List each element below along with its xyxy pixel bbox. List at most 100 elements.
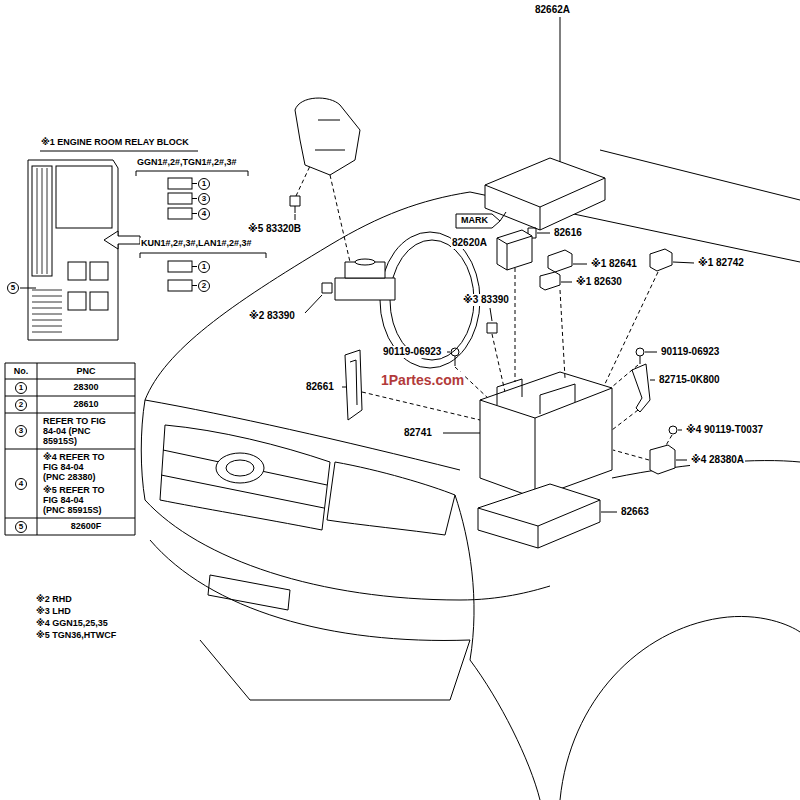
leader-line [492, 334, 505, 392]
part-number: ※2 83390 [248, 310, 296, 322]
callout-circle: 3 [15, 425, 27, 437]
part-number: ※4 28380A [690, 454, 745, 466]
inset-relay-block [20, 151, 266, 340]
leader-line [650, 380, 655, 381]
cover [485, 178, 605, 230]
windshield-base [600, 150, 800, 200]
part-number: 82663 [620, 506, 650, 518]
relay-block [480, 379, 612, 498]
table-rule [5, 413, 135, 414]
grille-bar [163, 450, 327, 485]
reservoir-assembly [295, 98, 360, 175]
callout-circle: 4 [198, 208, 210, 220]
fuse-strip [37, 168, 47, 274]
callout-circle: 5 [7, 282, 19, 294]
part-number: 82661 [305, 381, 335, 393]
watermark: 1Partes.com [380, 372, 465, 388]
leader-line [305, 295, 322, 313]
table-cell: 82600F [70, 521, 103, 532]
hood-front-edge [145, 400, 460, 470]
group-bracket [140, 253, 266, 258]
bracket [345, 350, 362, 420]
reservoir-cap [355, 259, 375, 265]
group-bracket [136, 171, 248, 176]
table-rule [135, 363, 136, 535]
master-cylinder [335, 278, 395, 300]
part-number: 82741 [403, 427, 433, 439]
callout-number: 1 [19, 384, 23, 392]
body-side [141, 400, 145, 500]
pointer-arrow [104, 231, 140, 249]
part-number: ※4 90119-T0037 [685, 424, 764, 436]
leader-line [560, 17, 561, 162]
leader-line [515, 268, 516, 382]
fuse-strip [32, 166, 52, 276]
parts-table [5, 363, 135, 535]
relay-position [168, 208, 192, 219]
part-number: 90119-06923 [382, 346, 442, 358]
callout-number: 5 [19, 523, 23, 531]
fuse-row [32, 290, 62, 332]
footnote: ※2 RHD [35, 594, 73, 605]
bumper-lower [150, 540, 470, 640]
leader-line [537, 233, 550, 234]
leader-line [573, 264, 587, 265]
relay-socket [68, 292, 86, 310]
leader-line [490, 308, 492, 321]
table-rule [5, 363, 6, 535]
callout-number: 1 [202, 180, 206, 188]
part-number: ※1 82641 [590, 258, 638, 270]
relay-socket [68, 262, 86, 280]
part-number: 82662A [534, 4, 571, 16]
leader-line [678, 430, 682, 431]
callout-circle: 3 [198, 193, 210, 205]
part-number: ※1 82742 [697, 257, 745, 269]
wheel-arch [560, 616, 800, 800]
callout-number: 2 [19, 401, 23, 409]
callout-number: 3 [202, 195, 206, 203]
callout-number: 3 [19, 427, 23, 435]
leader-line [613, 450, 649, 460]
leader-line [330, 175, 350, 262]
leader-line [20, 184, 197, 289]
emblem [216, 453, 264, 483]
callout-number: 2 [202, 282, 206, 290]
grille [160, 425, 330, 530]
emblem [226, 460, 254, 476]
table-rule [5, 535, 135, 536]
relay [540, 272, 560, 290]
footnote: ※5 TGN36,HTWCF [35, 630, 117, 641]
leader-line [673, 262, 694, 263]
part-number: ※3 83390 [462, 294, 510, 306]
leader-line [601, 512, 617, 513]
leader-line [295, 214, 296, 220]
callout-circle: 2 [15, 399, 27, 411]
leader-line [560, 290, 565, 378]
relay-socket [90, 262, 108, 280]
leader-line [500, 212, 506, 221]
table-rule [37, 363, 38, 535]
table-cell: ※5 REFER TO FIG 84-04 (PNC 85915S) [42, 485, 108, 515]
callout-circle: 5 [15, 521, 27, 533]
relay-block [480, 372, 612, 498]
callout-circle: 1 [198, 261, 210, 273]
table-cell: ※4 REFER TO FIG 84-04 (PNC 28380) [42, 452, 108, 482]
callout-number: 4 [202, 210, 206, 218]
relay-position [168, 280, 192, 291]
screw [451, 348, 459, 356]
fog-lamp [208, 575, 290, 610]
callout-number: 4 [19, 480, 23, 488]
table-header: PNC [75, 366, 96, 377]
leader-line [645, 352, 657, 353]
fuse-block [497, 230, 532, 270]
leader-line [604, 272, 658, 386]
tray [478, 484, 600, 548]
table-rule [5, 379, 135, 380]
table-rule [5, 396, 135, 397]
table-cell: 28610 [72, 399, 99, 410]
mark-tag-text: MARK [460, 215, 489, 226]
leader-line [362, 392, 480, 420]
table-rule [5, 363, 135, 364]
relay-block-outline [28, 160, 118, 340]
